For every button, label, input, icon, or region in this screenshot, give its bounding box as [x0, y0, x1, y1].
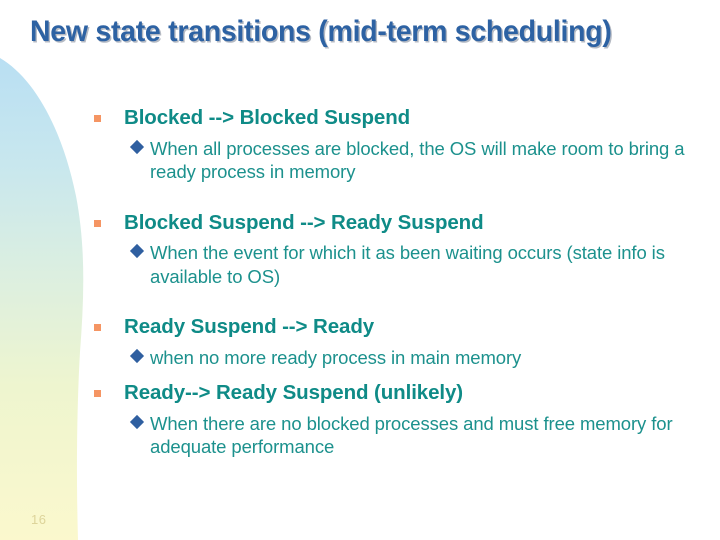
square-marker-icon — [94, 390, 101, 398]
diamond-marker-icon — [129, 348, 145, 363]
bullet-heading-label: Blocked --> Blocked Suspend — [124, 106, 411, 129]
diamond-marker-icon — [129, 414, 145, 429]
page-title: New state transitions (mid-term scheduli… — [30, 15, 612, 48]
diamond-marker-icon — [129, 139, 145, 154]
square-marker-icon — [94, 324, 101, 332]
bullet-heading: Blocked --> Blocked Suspend — [88, 106, 720, 130]
bullet-heading-label: Blocked Suspend --> Ready Suspend — [124, 210, 484, 234]
bullet-detail-label: When the event for which it as been wait… — [150, 242, 665, 287]
bullet-heading-label: Ready Suspend --> Ready — [124, 315, 375, 339]
bullet-detail: when no more ready process in main memor… — [88, 346, 720, 369]
bullet-heading: Blocked Suspend --> Ready Suspend — [88, 211, 720, 235]
bullet-detail-label: when no more ready process in main memor… — [150, 346, 522, 368]
bullet-detail: When there are no blocked processes and … — [88, 412, 720, 459]
bullet-detail: When the event for which it as been wait… — [88, 241, 720, 288]
bullet-heading: Ready Suspend --> Ready — [88, 315, 720, 339]
page-number: 16 — [31, 512, 47, 527]
bullet-heading-label: Ready--> Ready Suspend (unlikely) — [124, 381, 464, 405]
bullet-detail-label: When there are no blocked processes and … — [150, 412, 673, 458]
diamond-marker-icon — [129, 244, 145, 259]
bullet-group: Ready--> Ready Suspend (unlikely) When t… — [88, 381, 720, 459]
bullet-group: Blocked Suspend --> Ready Suspend When t… — [88, 211, 720, 289]
bullet-group: Ready Suspend --> Ready when no more rea… — [88, 315, 720, 369]
bullet-detail: When all processes are blocked, the OS w… — [88, 137, 720, 184]
bullet-group: Blocked --> Blocked Suspend When all pro… — [88, 106, 720, 184]
bullet-list: Blocked --> Blocked Suspend When all pro… — [88, 106, 720, 459]
square-marker-icon — [94, 115, 101, 122]
bullet-heading: Ready--> Ready Suspend (unlikely) — [88, 381, 720, 405]
square-marker-icon — [94, 219, 101, 227]
bullet-detail-label: When all processes are blocked, the OS w… — [150, 137, 685, 183]
